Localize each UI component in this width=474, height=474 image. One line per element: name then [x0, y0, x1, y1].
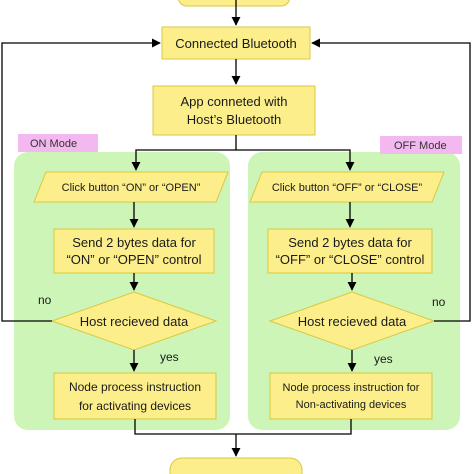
on-decision-text: Host recieved data — [80, 314, 189, 329]
off-process-node — [269, 372, 433, 420]
on-process-text-line1: Node process instruction — [69, 380, 201, 394]
off-yes-label: yes — [374, 352, 393, 366]
top-node-partial — [177, 0, 291, 7]
on-no-label: no — [38, 293, 52, 307]
on-send-text-line1: Send 2 bytes data for — [72, 235, 196, 250]
on-click-text: Click button “ON” or “OPEN” — [62, 182, 201, 194]
off-mode-label: OFF Mode — [394, 140, 447, 152]
on-process-text-line2: for activating devices — [79, 399, 191, 413]
off-send-text-line1: Send 2 bytes data for — [288, 235, 412, 250]
on-process-node — [53, 372, 217, 420]
on-yes-label: yes — [160, 350, 179, 364]
off-no-loop — [311, 38, 471, 322]
on-no-loop — [1, 38, 161, 322]
off-mode-tag — [380, 136, 462, 154]
connected-bluetooth-node — [161, 26, 311, 60]
merge-line — [134, 419, 352, 435]
off-click-text: Click button “OFF” or “CLOSE” — [272, 182, 423, 194]
off-send-node — [267, 228, 433, 274]
on-mode-tag — [18, 134, 98, 152]
off-mode-panel — [248, 152, 460, 430]
off-process-text-line1: Node process instruction for — [283, 382, 420, 394]
app-connected-text-line2: Host’s Bluetooth — [187, 112, 281, 127]
off-no-label: no — [432, 295, 446, 309]
off-click-node — [249, 171, 445, 203]
on-send-node — [53, 228, 215, 274]
bottom-node-partial — [169, 457, 303, 474]
on-mode-label: ON Mode — [30, 138, 77, 150]
on-click-node — [33, 171, 229, 203]
off-send-text-line2: “OFF” or “CLOSE” control — [276, 252, 425, 267]
split-line — [131, 135, 237, 171]
connected-bluetooth-text: Connected Bluetooth — [175, 36, 296, 51]
app-connected-node — [152, 85, 316, 136]
off-process-text-line2: Non-activating devices — [296, 399, 407, 411]
app-connected-text-line1: App conneted with — [181, 94, 288, 109]
off-decision-text: Host recieved data — [298, 314, 407, 329]
split-line-right — [236, 149, 355, 171]
on-send-text-line2: “ON” or “OPEN” control — [66, 252, 201, 267]
on-mode-panel — [14, 152, 230, 430]
connectors — [1, 0, 471, 457]
